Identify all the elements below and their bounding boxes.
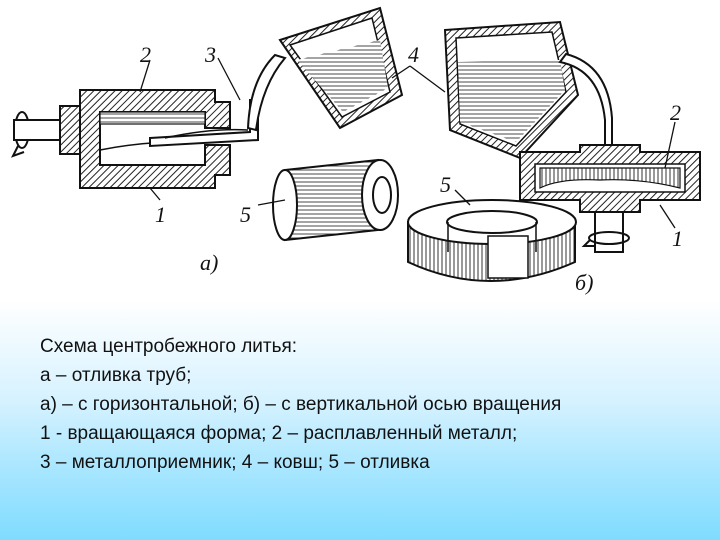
label-metal-a: 2 — [140, 42, 151, 67]
label-mold-b: 1 — [672, 226, 683, 251]
caption-title: Схема центробежного литья: — [40, 336, 298, 357]
molten-metal-layer — [99, 111, 206, 125]
label-receiver-a: 3 — [204, 42, 216, 67]
label-mold-a: 1 — [155, 202, 166, 227]
ring-casting-b — [407, 199, 577, 282]
label-casting-b: 5 — [440, 172, 451, 197]
vertical-casting-machine: 2 1 5 б) — [407, 20, 701, 295]
caption-b: б) — [575, 270, 593, 295]
metal-stream-a — [246, 53, 287, 132]
label-ladles: 4 — [408, 42, 419, 67]
caption-a: а) — [200, 250, 218, 275]
label-metal-b: 2 — [670, 100, 681, 125]
rotation-arrow-icon-b — [588, 231, 630, 245]
label-casting-a: 5 — [240, 202, 251, 227]
ladle-left — [278, 6, 404, 130]
ladle-right — [443, 20, 580, 160]
caption-line-legend-1: 1 - вращающаяся форма; 2 – расплавленный… — [40, 423, 518, 444]
centrifugal-casting-diagram: 2 3 4 1 5 а) — [10, 6, 701, 295]
tube-casting-a — [272, 158, 399, 242]
horizontal-casting-machine: 2 3 4 1 5 а) — [10, 6, 446, 275]
caption-line-a: а – отливка труб; — [40, 365, 192, 386]
caption-line-axes: а) – с горизонтальной; б) – с вертикальн… — [40, 394, 562, 415]
figure-caption: Схема центробежного литья: а – отливка т… — [40, 332, 700, 477]
horizontal-mold — [79, 89, 231, 189]
caption-line-legend-2: 3 – металлоприемник; 4 – ковш; 5 – отлив… — [40, 452, 430, 473]
